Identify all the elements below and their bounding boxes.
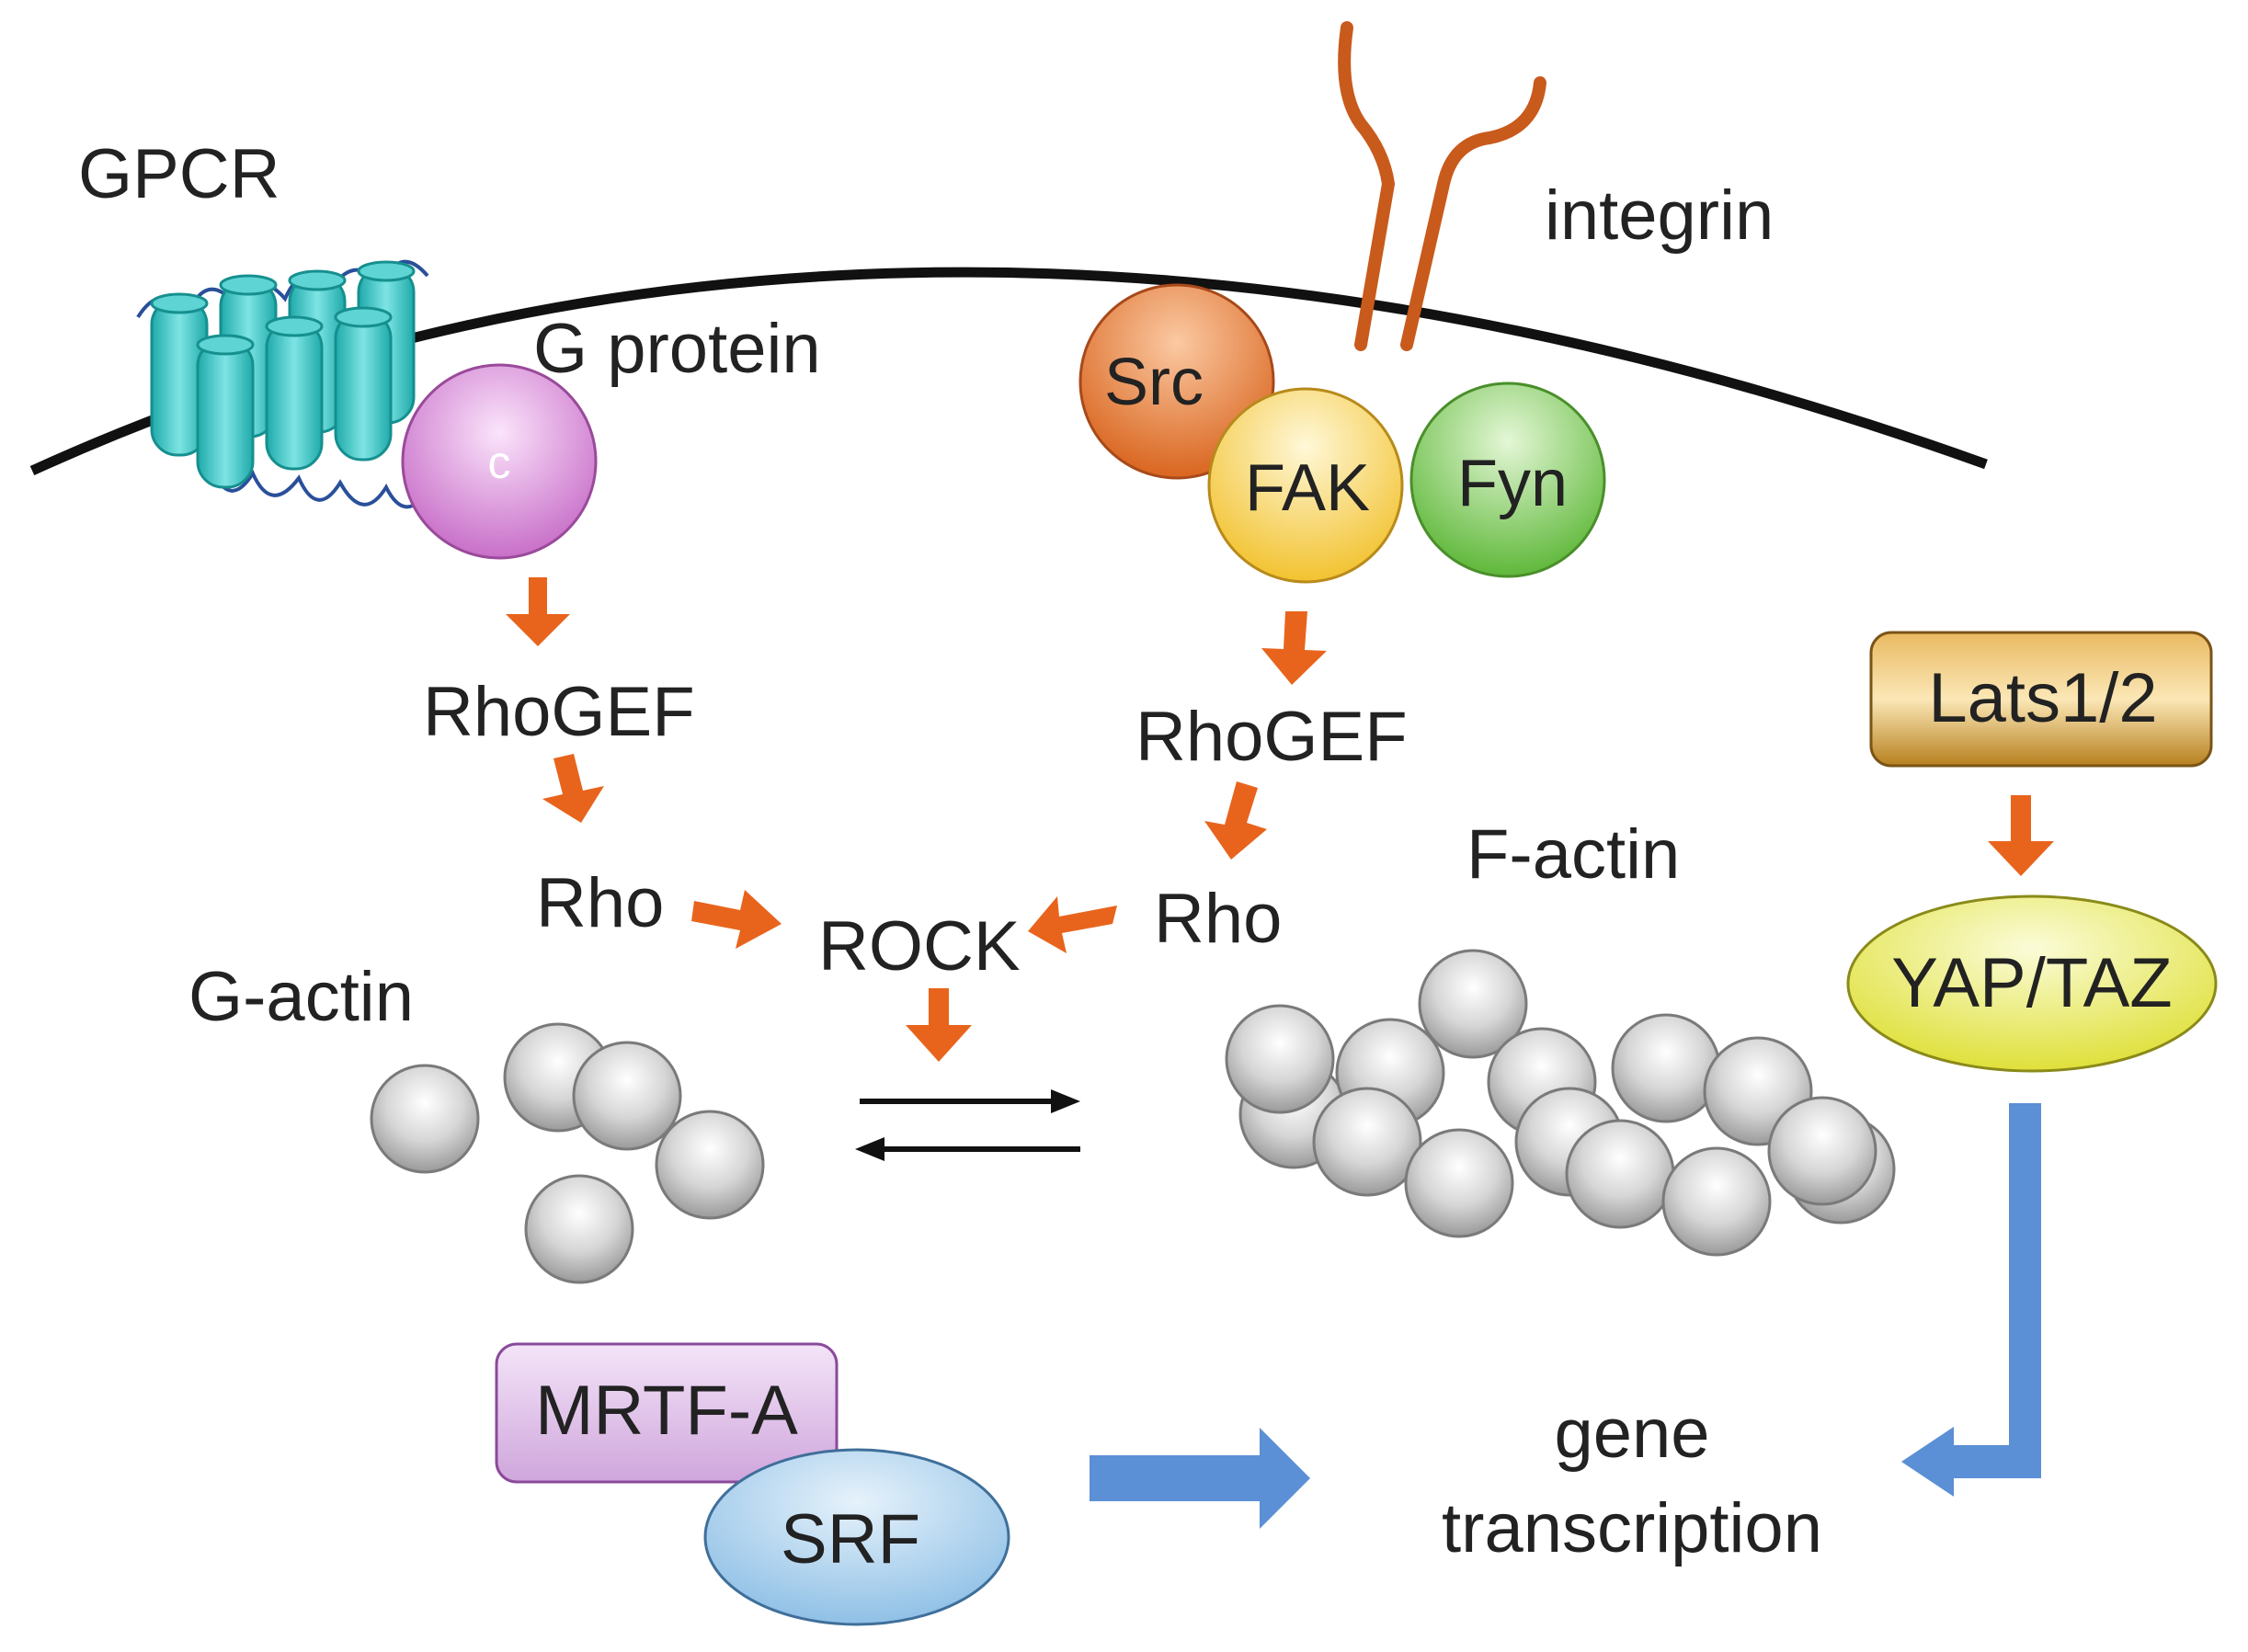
rhogef-right-label: RhoGEF: [1135, 698, 1408, 776]
lats-label: Lats1/2: [1928, 659, 2157, 737]
gene-transcription-line2: transcription: [1442, 1489, 1822, 1567]
yap-taz-label: YAP/TAZ: [1891, 944, 2172, 1022]
arrow-srf-to-transcription: [1090, 1428, 1310, 1529]
g-protein: c: [401, 363, 598, 560]
f-actin-filament: [1225, 949, 1896, 1257]
g-protein-inner-label: c: [488, 437, 511, 488]
g-actin-monomers: [370, 1022, 765, 1284]
gene-transcription-line1: gene: [1554, 1395, 1709, 1473]
equilibrium-arrows: [855, 1089, 1080, 1161]
fyn-kinase: Fyn: [1409, 382, 1606, 578]
arrow-rhogef-to-rho-right: [1204, 781, 1267, 860]
rhogef-left-label: RhoGEF: [423, 673, 695, 751]
mrtf-a-label: MRTF-A: [535, 1372, 798, 1450]
arrow-rock-down: [906, 988, 972, 1062]
rho-left-label: Rho: [536, 864, 664, 942]
fak-kinase: FAK: [1207, 387, 1404, 584]
arrow-yap-to-transcription: [1901, 1103, 2041, 1497]
lats-box: Lats1/2: [1869, 631, 2213, 768]
srf-ellipse: SRF: [703, 1448, 1010, 1626]
integrin-receptor: [1338, 21, 1546, 351]
rock-label: ROCK: [818, 907, 1021, 986]
gpcr-receptor: [136, 259, 429, 509]
integrin-label: integrin: [1545, 177, 1774, 255]
src-label: Src: [1104, 346, 1204, 419]
signal-arrows: [506, 577, 2054, 1062]
rho-right-label: Rho: [1154, 880, 1282, 958]
fak-label: FAK: [1245, 451, 1370, 525]
f-actin-label: F-actin: [1466, 815, 1680, 894]
arrow-lats-to-yap: [1988, 795, 2054, 876]
arrow-rhogef-to-rho-left: [542, 754, 604, 823]
arrow-fak-to-rhogef: [1261, 611, 1327, 685]
mrtf-a-box: MRTF-A: [495, 1342, 839, 1484]
gpcr-label: GPCR: [78, 135, 280, 213]
yap-taz: YAP/TAZ: [1846, 894, 2218, 1073]
arrow-gprotein-to-rhogef: [506, 577, 570, 646]
g-actin-label: G-actin: [188, 958, 414, 1036]
arrow-rho-to-rock-left: [691, 890, 782, 949]
arrow-rho-to-rock-right: [1028, 896, 1117, 953]
srf-label: SRF: [781, 1500, 920, 1578]
fyn-label: Fyn: [1457, 447, 1568, 520]
g-protein-label: G protein: [533, 310, 821, 388]
